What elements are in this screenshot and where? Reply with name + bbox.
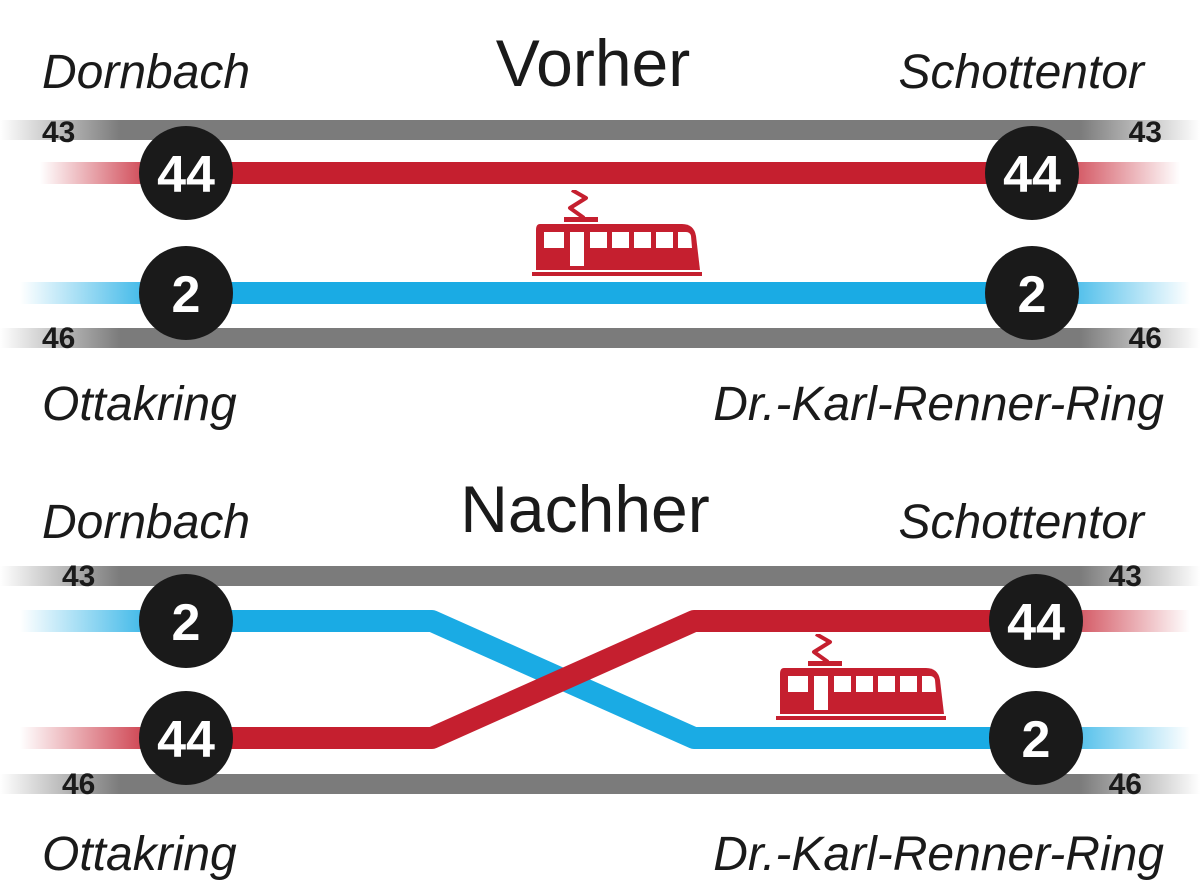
badge-right-upper-before: 44 xyxy=(985,126,1079,220)
line-number-43-left-before: 43 xyxy=(42,116,75,149)
place-bottom-right-after: Dr.-Karl-Renner-Ring xyxy=(713,828,1164,881)
title-after: Nachher xyxy=(460,472,709,546)
grey-line-46-after xyxy=(0,774,1200,794)
panel-before: Vorher Dornbach Schottentor Ottakring Dr… xyxy=(0,26,1200,431)
badge-right-lower-after: 2 xyxy=(989,691,1083,785)
line-number-43-right-before: 43 xyxy=(1129,116,1162,149)
svg-text:44: 44 xyxy=(1003,146,1061,204)
badge-left-upper-after: 2 xyxy=(139,574,233,668)
line-number-43-left-after: 43 xyxy=(62,560,95,593)
place-top-left-before: Dornbach xyxy=(42,46,250,99)
svg-text:2: 2 xyxy=(1022,711,1051,769)
line-number-46-right-before: 46 xyxy=(1129,322,1162,355)
badge-left-lower-before: 2 xyxy=(139,246,233,340)
svg-text:44: 44 xyxy=(157,711,215,769)
badge-left-upper-before: 44 xyxy=(139,126,233,220)
place-top-right-after: Schottentor xyxy=(899,496,1147,549)
place-bottom-left-before: Ottakring xyxy=(42,378,237,431)
grey-line-43-after xyxy=(0,566,1200,586)
svg-text:2: 2 xyxy=(172,266,201,324)
badge-right-lower-before: 2 xyxy=(985,246,1079,340)
badge-right-upper-after: 44 xyxy=(989,574,1083,668)
place-bottom-right-before: Dr.-Karl-Renner-Ring xyxy=(713,378,1164,431)
line-number-46-right-after: 46 xyxy=(1109,768,1142,801)
place-top-left-after: Dornbach xyxy=(42,496,250,549)
grey-line-46-before xyxy=(0,328,1200,348)
tram-icon xyxy=(774,634,946,720)
line-number-46-left-after: 46 xyxy=(62,768,95,801)
svg-text:44: 44 xyxy=(1007,594,1065,652)
svg-text:2: 2 xyxy=(172,594,201,652)
title-before: Vorher xyxy=(496,26,690,100)
place-bottom-left-after: Ottakring xyxy=(42,828,237,881)
badge-left-lower-after: 44 xyxy=(139,691,233,785)
place-top-right-before: Schottentor xyxy=(899,46,1147,99)
svg-text:2: 2 xyxy=(1018,266,1047,324)
svg-text:44: 44 xyxy=(157,146,215,204)
grey-line-43-before xyxy=(0,120,1200,140)
line-number-43-right-after: 43 xyxy=(1109,560,1142,593)
line-number-46-left-before: 46 xyxy=(42,322,75,355)
panel-after: Nachher Dornbach Schottentor Ottakring D… xyxy=(0,472,1200,881)
tram-icon xyxy=(530,190,702,276)
